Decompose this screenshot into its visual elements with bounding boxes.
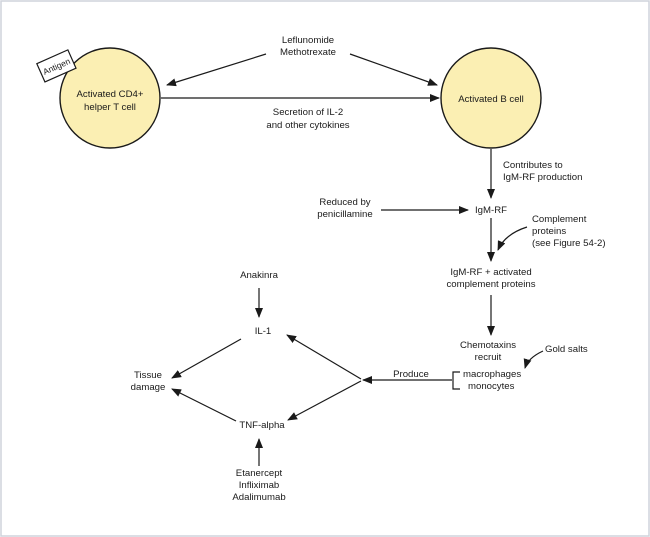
arrow-tnf-to-tissue xyxy=(171,388,237,422)
produce-label: Produce xyxy=(393,369,429,380)
cd4-line2: helper T cell xyxy=(84,102,136,113)
secretion-line2: and other cytokines xyxy=(266,120,349,131)
macrophages-line2: monocytes xyxy=(468,381,515,392)
complement-line2: proteins xyxy=(532,226,566,237)
tissue-line1: Tissue xyxy=(134,370,162,381)
arrow-drugs-to-bcell xyxy=(349,53,438,86)
node-cd4-t-cell: Activated CD4+ helper T cell xyxy=(59,47,161,149)
contributes-line1: Contributes to xyxy=(503,160,563,171)
arrow-complement-to-path xyxy=(497,226,528,251)
secretion-label: Secretion of IL-2 and other cytokines xyxy=(266,107,349,131)
igmrf-complement-line1: IgM-RF + activated xyxy=(450,267,531,278)
arrow-to-tnf xyxy=(287,380,362,421)
penicillamine-label: Reduced by penicillamine xyxy=(317,197,372,220)
tnf-drugs-line2: Infliximab xyxy=(239,480,280,491)
arrow-to-il1 xyxy=(286,334,362,380)
complement-line3: (see Figure 54-2) xyxy=(532,238,606,249)
node-igmrf-complement: IgM-RF + activated complement proteins xyxy=(446,267,535,290)
drugs-top-line1: Leflunomide xyxy=(282,35,334,46)
complement-label: Complement proteins (see Figure 54-2) xyxy=(532,214,606,249)
complement-line1: Complement xyxy=(532,214,587,225)
arrow-il1-to-tissue xyxy=(171,338,242,379)
node-tissue-damage: Tissue damage xyxy=(131,370,166,393)
gold-salts-label: Gold salts xyxy=(545,344,588,355)
contributes-label: Contributes to IgM-RF production xyxy=(503,160,582,183)
chemotaxins-line1: Chemotaxins xyxy=(460,340,516,351)
penicillamine-line2: penicillamine xyxy=(317,209,372,220)
antigen-box: Antigen xyxy=(36,49,77,83)
tnf-drugs-line3: Adalimumab xyxy=(232,492,285,503)
contributes-line2: IgM-RF production xyxy=(503,172,582,183)
drugs-top-line2: Methotrexate xyxy=(280,47,336,58)
tissue-line2: damage xyxy=(131,382,166,393)
node-chemotaxins: Chemotaxins recruit xyxy=(460,340,516,363)
macrophages-bracket xyxy=(452,371,460,390)
tnf-drugs-line1: Etanercept xyxy=(236,468,283,479)
tnf-drugs-label: Etanercept Infliximab Adalimumab xyxy=(232,468,285,503)
cd4-line1: Activated CD4+ xyxy=(77,89,144,100)
igmrf-complement-line2: complement proteins xyxy=(446,279,535,290)
node-il1: IL-1 xyxy=(255,326,272,337)
node-b-cell: Activated B cell xyxy=(440,47,542,149)
drugs-top-label: Leflunomide Methotrexate xyxy=(280,35,336,58)
secretion-line1: Secretion of IL-2 xyxy=(273,107,343,118)
node-tnf: TNF-alpha xyxy=(239,420,285,431)
bcell-label: Activated B cell xyxy=(458,94,524,105)
penicillamine-line1: Reduced by xyxy=(319,197,370,208)
node-igmrf: IgM-RF xyxy=(475,205,507,216)
anakinra-label: Anakinra xyxy=(240,270,279,281)
node-macrophages: macrophages monocytes xyxy=(463,369,521,392)
arrow-drugs-to-tcell xyxy=(166,53,267,87)
arrow-gold-to-macrophages xyxy=(523,350,544,369)
chemotaxins-line2: recruit xyxy=(475,352,502,363)
macrophages-line1: macrophages xyxy=(463,369,521,380)
